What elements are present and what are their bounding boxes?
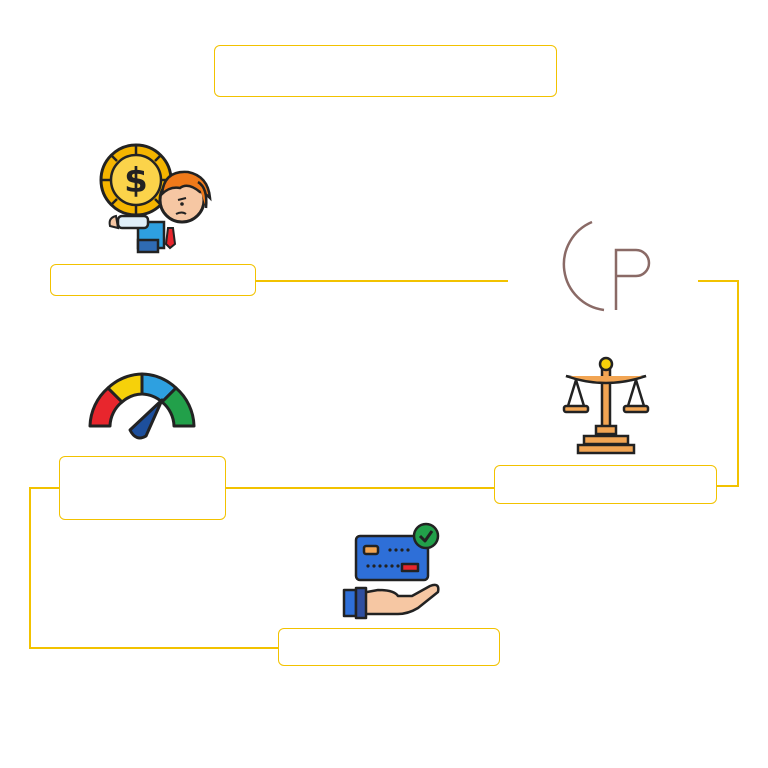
brand-logo-icon — [562, 220, 651, 312]
node-box-debt — [50, 264, 256, 296]
node-box-score — [59, 456, 226, 520]
svg-text:$: $ — [124, 161, 148, 201]
scales-of-justice-icon — [562, 356, 650, 455]
node-box-card — [278, 628, 500, 666]
title-box — [214, 45, 557, 97]
person-with-coin-icon: $ — [99, 143, 212, 254]
credit-card-in-hand-icon — [342, 522, 440, 620]
credit-score-gauge-icon — [88, 372, 196, 440]
node-box-legal — [494, 465, 717, 504]
connector-score-to-card — [29, 487, 278, 649]
connector-logo-to-legal — [698, 280, 739, 487]
